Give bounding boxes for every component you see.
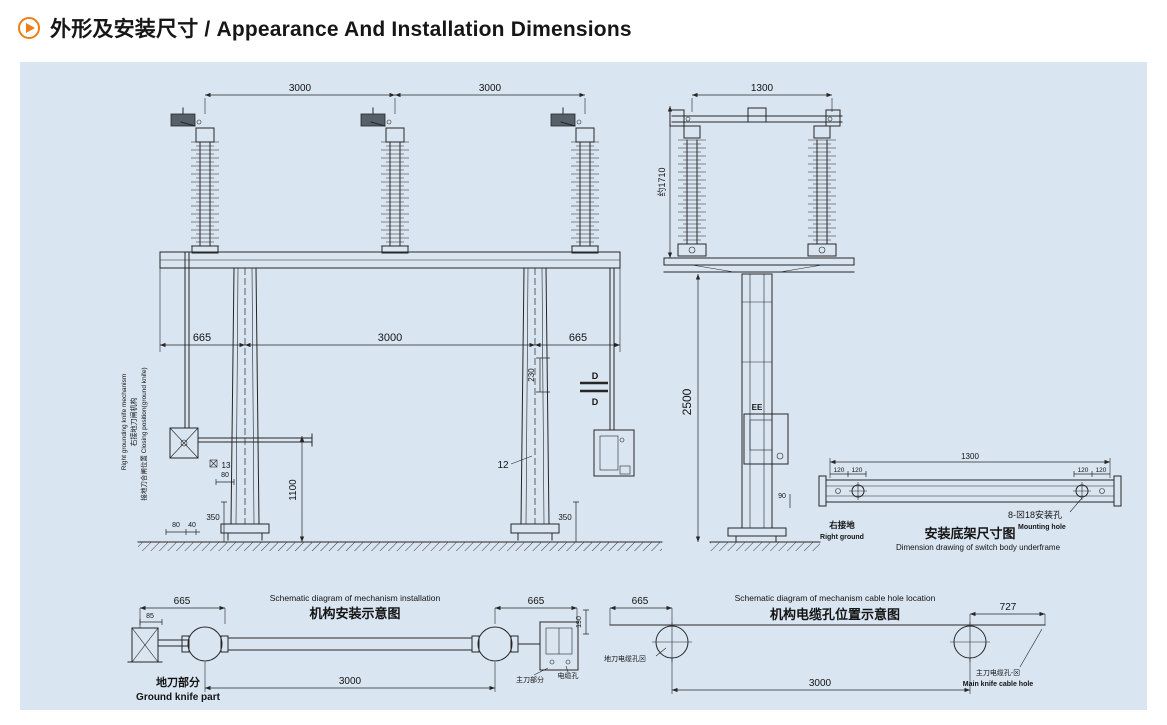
mechanism-installation-schematic: Schematic diagram of mechanism installat…	[127, 593, 589, 703]
dim-3000-cable: 3000	[809, 678, 832, 689]
ground-knife-label-zh: 地刀部分	[156, 675, 200, 689]
underframe-title-en: Dimension drawing of switch body underfr…	[896, 543, 1061, 552]
ground-knife-mechanism: 1100 13 80 350 80 40 Right grounding kni…	[121, 251, 313, 543]
cable-loc-title-en: Schematic diagram of mechanism cable hol…	[735, 593, 936, 603]
dim-3000-mid: 3000	[378, 332, 402, 344]
section-mark-ee: EE	[752, 403, 763, 412]
front-view: 3000 3000 665 3000 665	[121, 83, 663, 551]
technical-drawing: 3000 3000 665 3000 665	[121, 83, 1122, 703]
main-cable-hole-label-en: Main knife cable hole	[963, 681, 1034, 688]
dim-350-right: 350	[558, 513, 572, 522]
dim-120-b: 120	[852, 467, 863, 474]
front-top-dimensions: 3000 3000	[204, 83, 586, 114]
ground-cable-hole-label: 地刀电缆孔⊠	[604, 654, 646, 663]
underframe-bar	[818, 475, 1122, 513]
cable-loc-drawing	[609, 622, 1046, 668]
dim-1300-side: 1300	[751, 83, 774, 94]
cable-hole-label: 电缆孔	[558, 671, 579, 680]
dim-120-c: 120	[1078, 467, 1089, 474]
side-ground	[709, 527, 821, 551]
dim-hole-13: 13	[222, 461, 231, 470]
underframe-labels: 8-⊠18安装孔 Mounting hole 右接地 Right ground …	[820, 509, 1066, 552]
mech-install-title-zh: 机构安装示意图	[309, 606, 400, 621]
page-title: 外形及安装尺寸 / Appearance And Installation Di…	[50, 18, 632, 41]
side-platform	[663, 257, 855, 273]
underframe-drawing: 1300 120 120 120 120 8-⊠18安装孔 Mounting h…	[818, 452, 1122, 552]
dim-190: 190	[576, 616, 583, 628]
dim-665-cable: 665	[632, 596, 649, 607]
front-mid-dimensions: 665 3000 665	[159, 268, 621, 352]
support-pillars	[220, 267, 560, 541]
side-post: EE 90	[741, 273, 791, 529]
mech-install-dims-bottom: 3000	[204, 662, 496, 692]
right-ground-label-zh: 右接地	[828, 520, 855, 530]
mech-install-drawing	[127, 621, 579, 671]
mech-install-dims-top: 665 85 665 190	[139, 596, 589, 635]
main-knife-label: 主刀部分	[516, 675, 544, 684]
section-mark-d2: D	[592, 397, 599, 407]
cable-loc-dims: 665 727 3000	[609, 596, 1046, 694]
dim-120-d: 120	[1096, 467, 1107, 474]
side-view: 1300 约1710	[656, 83, 855, 551]
dim-350-left: 350	[206, 513, 220, 522]
underframe-dimensions: 1300 120 120 120 120	[829, 452, 1111, 478]
underframe-title-zh: 安装底架尺寸图	[924, 526, 1015, 541]
dim-80-b: 80	[172, 522, 180, 529]
left-mech-label-zh: 右接地刀闸机构	[129, 398, 138, 447]
mounting-holes-label-en: Mounting hole	[1018, 524, 1066, 531]
front-insulators	[170, 107, 600, 254]
side-insulators	[677, 139, 837, 257]
ground-knife-label-en: Ground knife part	[136, 692, 221, 703]
dim-665-left: 665	[193, 332, 211, 344]
mounting-holes-label-zh: 8-⊠18安装孔	[1008, 509, 1062, 520]
dim-2500-group: 2500	[680, 274, 701, 542]
right-ground-label-en: Right ground	[820, 534, 864, 541]
side-blade	[669, 107, 843, 139]
dim-3000-install: 3000	[339, 676, 362, 687]
dim-120-a: 120	[834, 467, 845, 474]
dim-1300-frame: 1300	[961, 452, 979, 461]
drive-rod-mechanism: D D 350 230 12	[497, 267, 635, 543]
main-cable-hole-label-zh: 主刀电缆孔-⊠	[976, 668, 1020, 677]
base-beam	[159, 251, 621, 269]
dim-1100: 1100	[288, 479, 299, 501]
dim-pole-span-a: 3000	[289, 83, 312, 94]
dim-1710: 约1710	[656, 167, 667, 196]
dim-2500: 2500	[680, 388, 694, 415]
front-ground	[137, 541, 663, 551]
drawing-panel: 3000 3000 665 3000 665	[20, 62, 1147, 710]
dim-85: 85	[146, 613, 154, 620]
dim-pole-span-b: 3000	[479, 83, 502, 94]
cable-hole-location-schematic: Schematic diagram of mechanism cable hol…	[604, 593, 1046, 694]
dim-40: 40	[188, 522, 196, 529]
dim-665-right: 665	[569, 332, 587, 344]
left-mech-label-en: Right grounding knife mechanism	[121, 374, 128, 470]
dim-80-a: 80	[221, 472, 229, 479]
dim-90: 90	[778, 493, 786, 500]
dim-665-gk: 665	[174, 596, 191, 607]
section-mark-d1: D	[592, 371, 599, 381]
item-label-12: 12	[497, 460, 509, 471]
play-bullet-icon	[18, 17, 40, 39]
mech-install-title-en: Schematic diagram of mechanism installat…	[270, 593, 441, 603]
dim-1710-group: 约1710	[656, 106, 673, 258]
page-header: 外形及安装尺寸 / Appearance And Installation Di…	[17, 13, 632, 43]
dim-230: 230	[527, 368, 536, 382]
cable-loc-title-zh: 机构电缆孔位置示意图	[770, 607, 900, 622]
dim-727: 727	[1000, 602, 1017, 613]
left-mech-sublabel: 接地刀合闸位置 Closing position(ground knife)	[139, 367, 148, 500]
dim-665-mk: 665	[528, 596, 545, 607]
